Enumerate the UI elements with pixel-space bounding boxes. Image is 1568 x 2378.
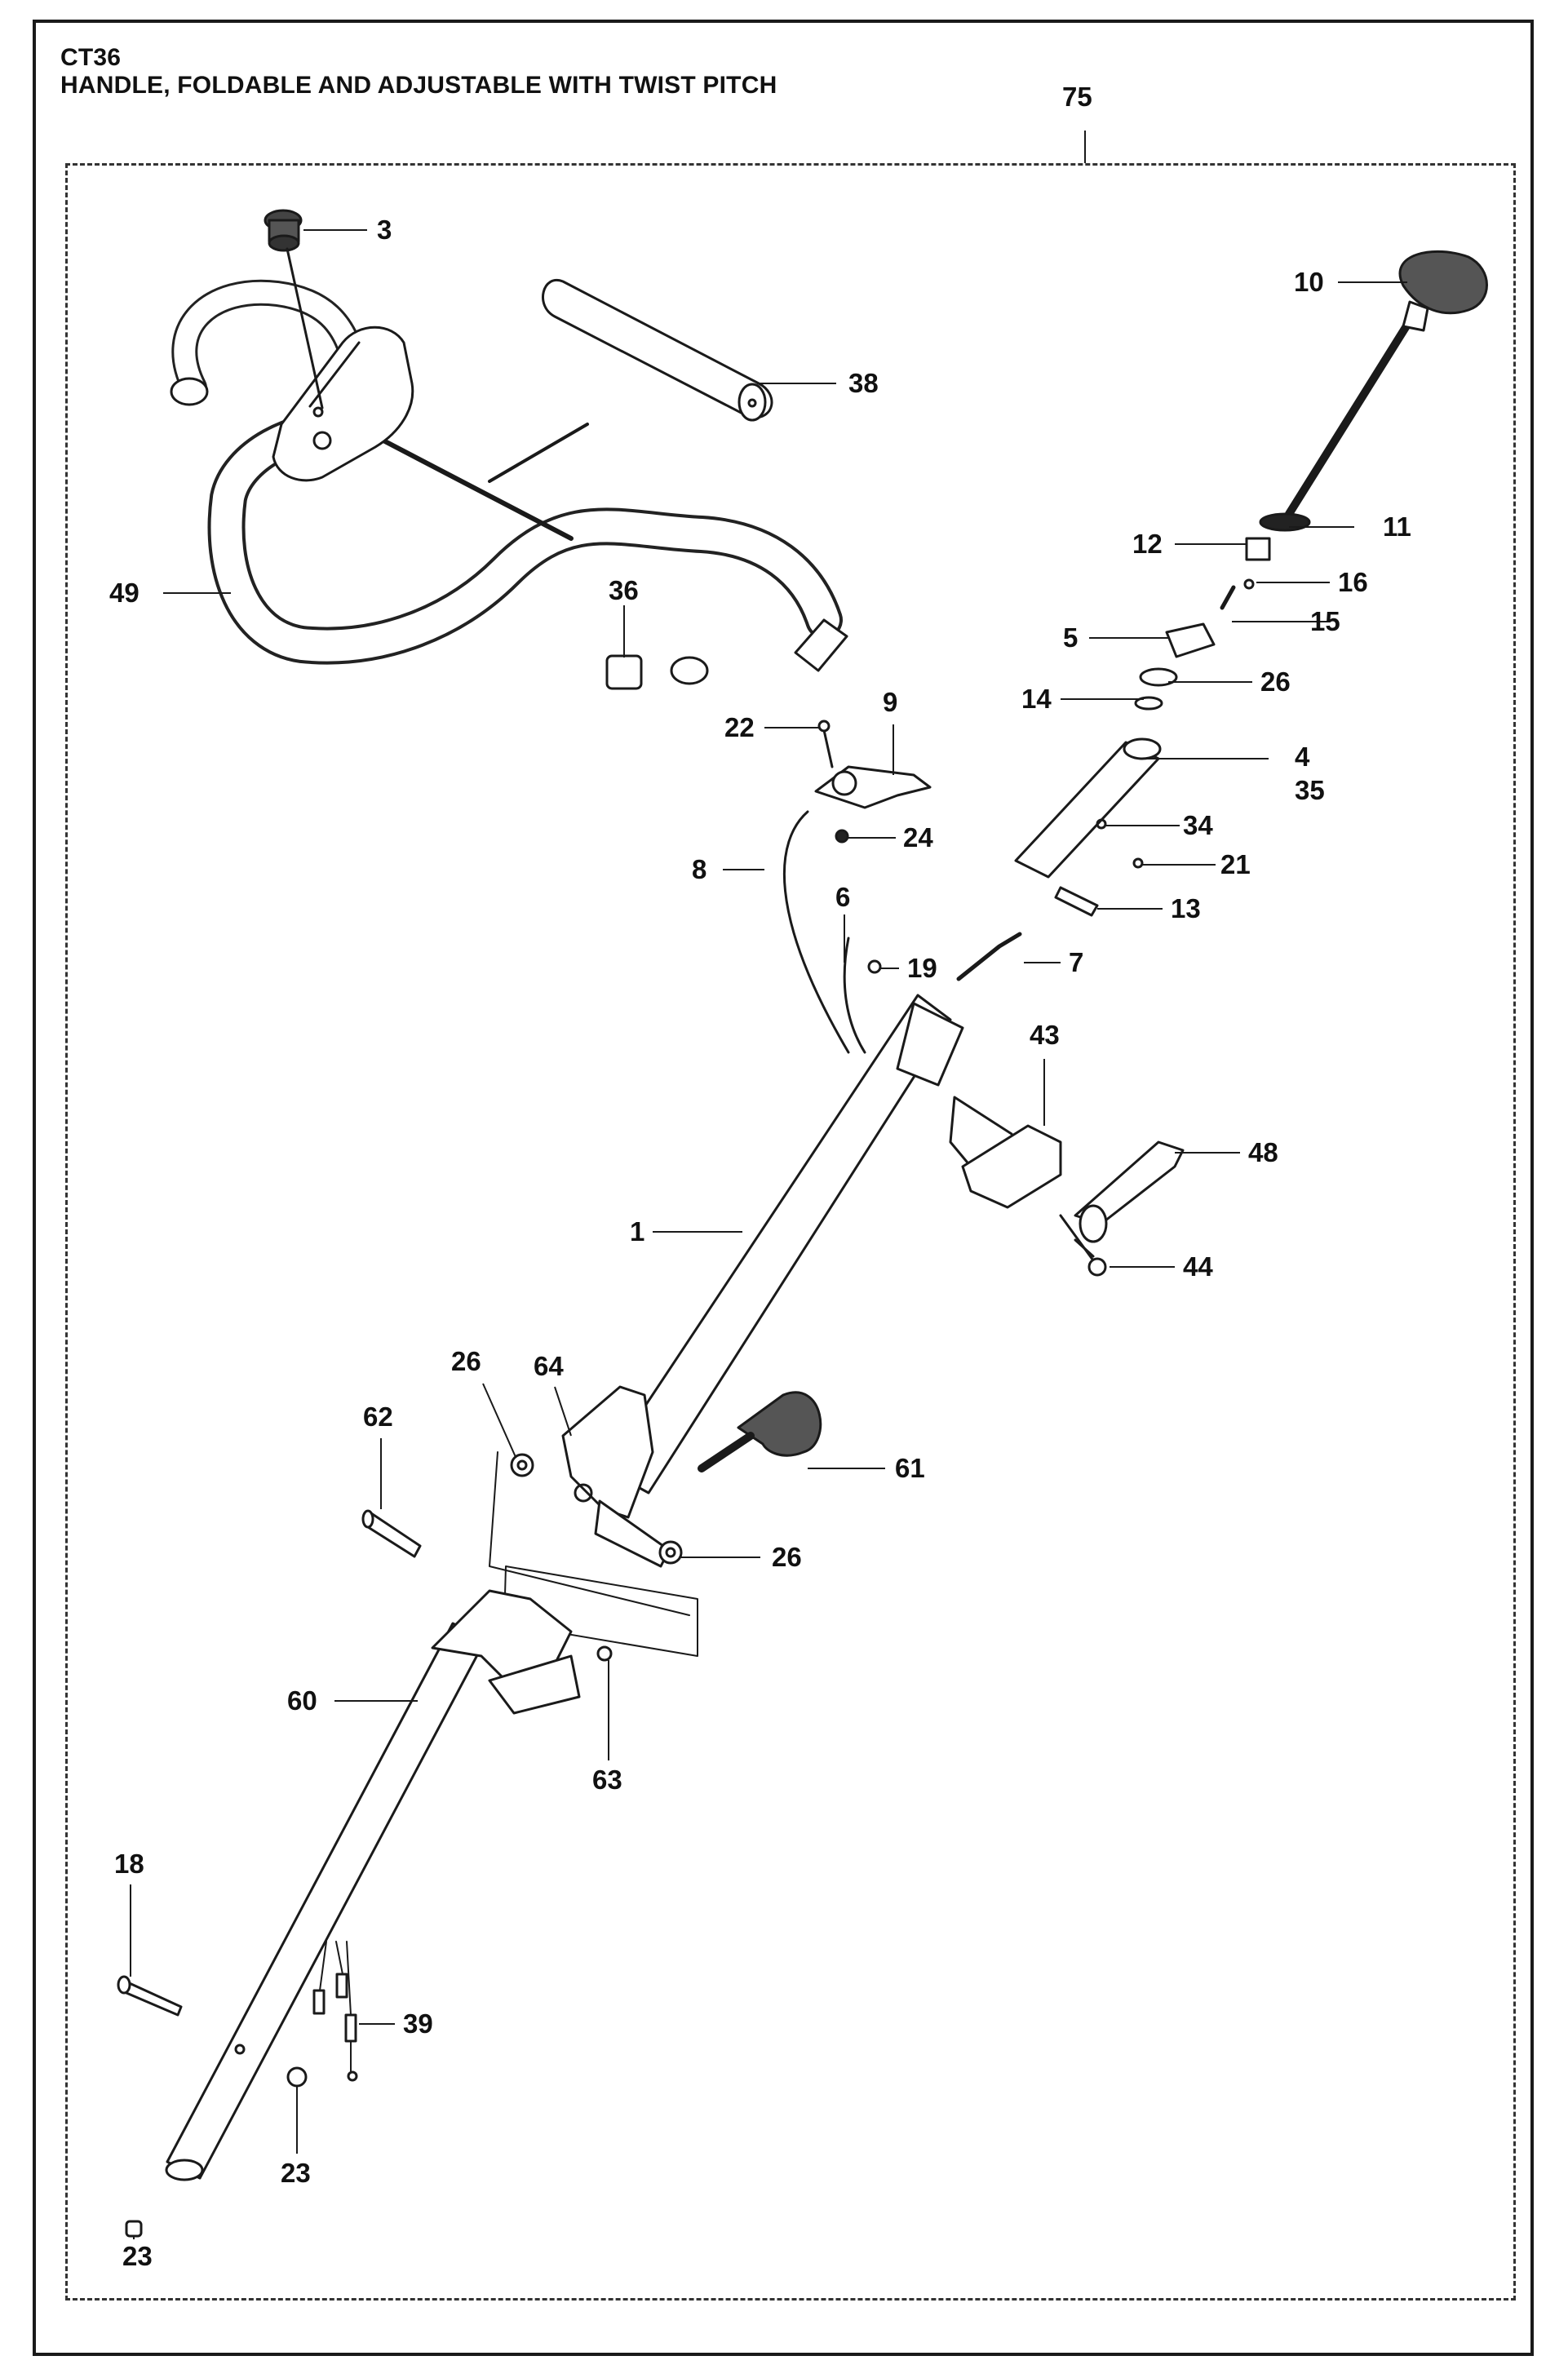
callout-26-hinge: 26: [451, 1346, 481, 1376]
leader-lines: [130, 131, 1407, 2239]
hinge-pin-part: [361, 1509, 422, 1558]
callout-36: 36: [609, 575, 639, 605]
callout-14: 14: [1021, 684, 1052, 714]
callout-64: 64: [534, 1351, 564, 1381]
callout-35: 35: [1295, 775, 1325, 805]
callout-15: 15: [1310, 606, 1340, 636]
callout-38: 38: [848, 368, 879, 398]
callout-61: 61: [895, 1453, 925, 1483]
assembly-boundary: [65, 163, 1516, 2301]
callout-23-nut: 23: [281, 2158, 311, 2188]
lower-fasteners: [117, 1941, 358, 2238]
callout-44: 44: [1183, 1251, 1213, 1282]
cap-part: [264, 209, 324, 410]
callout-75: 75: [1062, 82, 1092, 112]
throttle-lever-part: [814, 720, 932, 844]
callout-9: 9: [883, 687, 897, 717]
callout-19: 19: [907, 953, 937, 983]
callout-26-top: 26: [1260, 666, 1291, 697]
callout-5: 5: [1063, 622, 1078, 653]
callout-49: 49: [109, 578, 140, 608]
callout-23-plug: 23: [122, 2241, 153, 2271]
callout-22: 22: [724, 712, 755, 742]
lower-tube-part: [165, 1589, 613, 2181]
callout-6: 6: [835, 882, 850, 912]
callout-60: 60: [287, 1685, 317, 1716]
callout-4: 4: [1295, 742, 1310, 772]
hinge-assembly: [489, 1385, 822, 1657]
page-frame: [33, 20, 1534, 2356]
handlebar-part: [170, 279, 848, 685]
callout-63: 63: [592, 1765, 622, 1795]
callout-12: 12: [1132, 529, 1163, 559]
clamp-assembly: [949, 1096, 1185, 1277]
callout-8: 8: [692, 854, 706, 884]
callout-24: 24: [903, 822, 933, 852]
diagram-code: CT36: [60, 44, 122, 71]
callout-18: 18: [114, 1849, 144, 1879]
callout-43: 43: [1030, 1020, 1060, 1050]
control-cables: [782, 810, 1022, 1054]
callout-1: 1: [630, 1216, 644, 1247]
upper-tube-part: [1014, 737, 1162, 879]
callout-48: 48: [1248, 1137, 1278, 1167]
diagram-title: HANDLE, FOLDABLE AND ADJUSTABLE WITH TWI…: [60, 72, 777, 99]
callout-34: 34: [1183, 810, 1213, 840]
callout-11: 11: [1383, 511, 1411, 542]
callout-7: 7: [1069, 947, 1083, 977]
callout-13: 13: [1171, 893, 1201, 923]
callout-39: 39: [403, 2008, 433, 2039]
main-tube-part: [602, 994, 964, 1495]
grip-tube-part: [542, 278, 773, 422]
throttle-plate: [272, 325, 414, 482]
callout-10: 10: [1294, 267, 1324, 297]
callout-62: 62: [363, 1402, 393, 1432]
callout-26-lower: 26: [772, 1542, 802, 1572]
callout-3: 3: [377, 215, 392, 245]
adjustment-shaft-part: [1285, 250, 1488, 518]
sleeve-part: [605, 654, 643, 690]
pins-and-screws: [1054, 818, 1144, 917]
callout-16: 16: [1338, 567, 1368, 597]
callout-21: 21: [1220, 849, 1251, 879]
